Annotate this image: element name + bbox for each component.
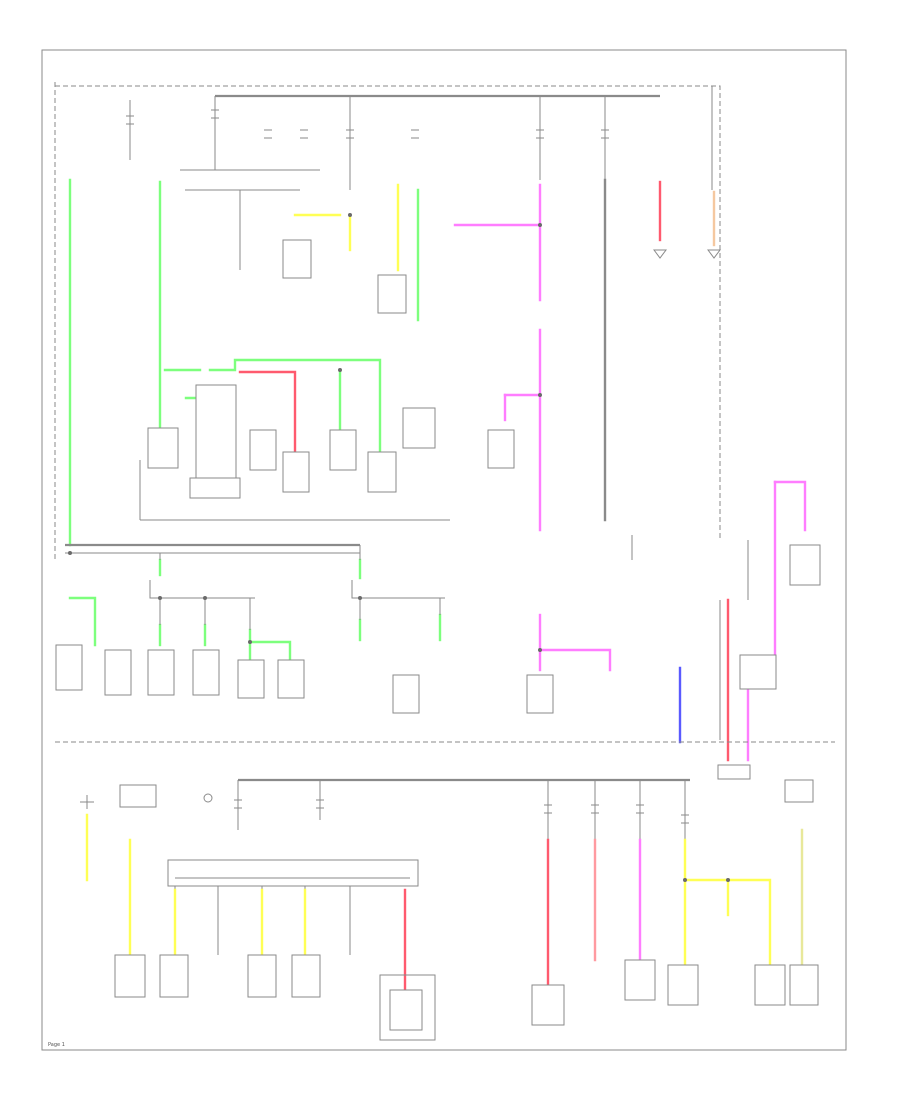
page-number: Page 1 [48, 1042, 65, 1048]
lower-components [114, 954, 819, 1041]
connector-row-top [180, 169, 320, 270]
tan-blue-wires [678, 190, 716, 744]
fuse-symbols-upper [126, 109, 609, 139]
right-side-fuses [631, 535, 749, 740]
ground-symbols-upper [653, 249, 721, 259]
upper-components [147, 239, 821, 586]
lower-top-components [80, 764, 814, 809]
lower-colored-wires [85, 813, 804, 992]
green-wires [68, 178, 442, 662]
under-dash-fuse-box-boundary [55, 741, 835, 743]
under-hood-fuse-box-boundary [54, 82, 721, 560]
lower-power-bus [237, 778, 690, 840]
yellow-wires-upper [293, 183, 400, 272]
red-wires-upper [238, 180, 730, 762]
fuse-symbols-lower [234, 799, 689, 824]
lower-connector-bus [167, 859, 419, 955]
junction-dots [68, 213, 730, 882]
mid-lower-components [55, 644, 777, 714]
mid-distribution-bus [65, 460, 450, 630]
diagram-frame [41, 49, 847, 1051]
